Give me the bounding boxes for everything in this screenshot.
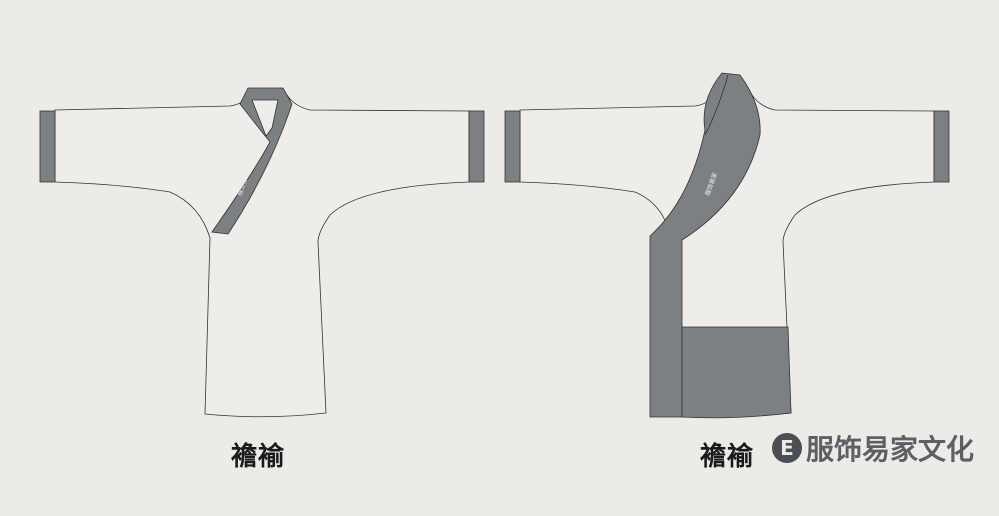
collar-inner	[251, 99, 279, 137]
watermark-text: 服饰易家文化	[806, 433, 975, 466]
garment-right: 服饰易家	[504, 72, 950, 419]
right-cuff	[468, 110, 485, 183]
robe-body	[519, 89, 935, 418]
garment-label-right: 襜褕	[700, 442, 755, 472]
collar-inner	[704, 74, 729, 136]
watermark: E 服饰易家文化	[772, 428, 974, 468]
hem-panel	[681, 326, 792, 419]
left-cuff	[504, 110, 521, 183]
garment-label-left: 襜褕	[231, 442, 286, 472]
watermark-logo-icon: E	[772, 433, 802, 463]
robe-body	[54, 89, 470, 418]
right-cuff	[933, 110, 950, 183]
left-cuff	[39, 110, 56, 183]
garment-left: 服饰易家	[39, 87, 485, 418]
